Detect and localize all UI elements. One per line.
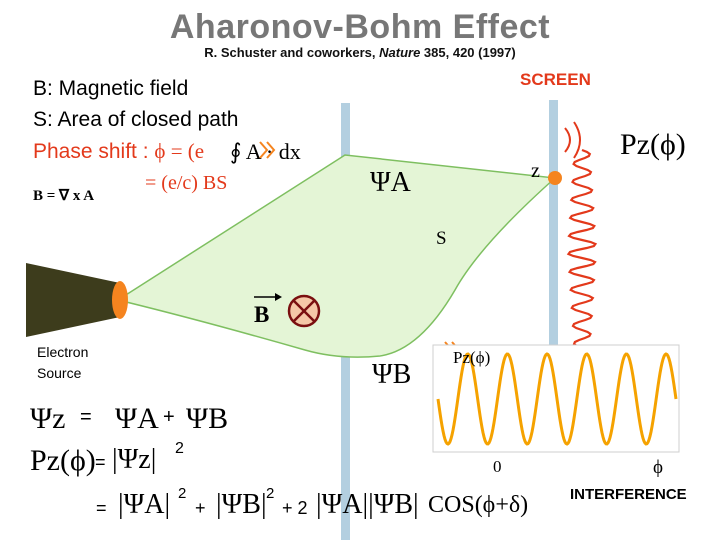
definition-s: S: Area of closed path [33,108,239,131]
pz-main-label: Pz(ϕ) [620,128,686,161]
pz-inset-label: Pz(ϕ) [453,348,491,367]
eq3-equals: = [96,498,107,518]
eq1-plus: + [163,406,175,428]
eq2-exponent: 2 [175,440,184,457]
inset-interference-curve [436,352,678,446]
eq1-equals: = [80,406,92,428]
inset-phi-label: ϕ [653,457,664,478]
area-s-label: S [436,228,447,249]
eq3-exponent-1: 2 [178,485,187,502]
detector-point [548,171,562,185]
eq3-cross-term: + 2 [282,498,308,518]
phase-shift-formula: ϕ = (e [154,139,205,163]
psi-b-label: ΨB [372,359,412,390]
psi-a-label: ΨA [370,167,411,198]
vector-arrow-icon [254,293,282,301]
curl-equation: B = ∇ x A [33,188,95,204]
phase-result: = (e/c) BS [145,172,228,194]
eq3-exponent-2: 2 [266,485,275,502]
citation: R. Schuster and coworkers, Nature 385, 4… [0,45,720,60]
page-title: Aharonov-Bohm Effect [169,8,551,46]
citation-details: 385, 420 (1997) [420,45,516,60]
screen-arcs [564,121,581,159]
phase-integral: ∮ A · dx [230,139,301,164]
phase-shift-prefix: Phase shift : [33,140,155,163]
closed-path-area [116,154,557,358]
eq3-psi-b: |ΨB| [216,489,267,520]
electron-source-label: Electron Source [37,344,89,381]
citation-journal: Nature [379,45,421,60]
eq2-equals: = [95,452,106,472]
eq1-lhs: Ψz [30,402,66,435]
eq3-plus: + [195,498,206,518]
eq3-psi-a: |ΨA| [118,489,171,520]
solenoid-icon [287,294,321,328]
electron-source-icon [26,263,128,337]
eq2-lhs: Pz(ϕ) [30,444,96,477]
wall-slit-bottom [341,265,350,540]
interference-wave-main [566,148,598,352]
eq1-psi-a: ΨA [115,402,159,435]
eq1-psi-b: ΨB [186,402,229,435]
b-vector-label: B [254,302,270,327]
eq2-rhs: |Ψz| [112,444,157,475]
interference-label: INTERFERENCE [570,486,687,503]
inset-plot [432,344,680,453]
phase-shift-line: Phase shift : ϕ = (e [33,139,204,164]
definition-b: B: Magnetic field [33,77,189,100]
screen-label: SCREEN [520,70,591,89]
screen [549,100,558,380]
z-label: z [531,160,540,182]
citation-authors: R. Schuster and coworkers, [204,45,376,60]
eq3-cosine: COS(ϕ+δ) [428,492,529,518]
inset-origin-label: 0 [493,457,502,476]
eq3-psi-ab: |ΨA||ΨB| [316,489,419,520]
